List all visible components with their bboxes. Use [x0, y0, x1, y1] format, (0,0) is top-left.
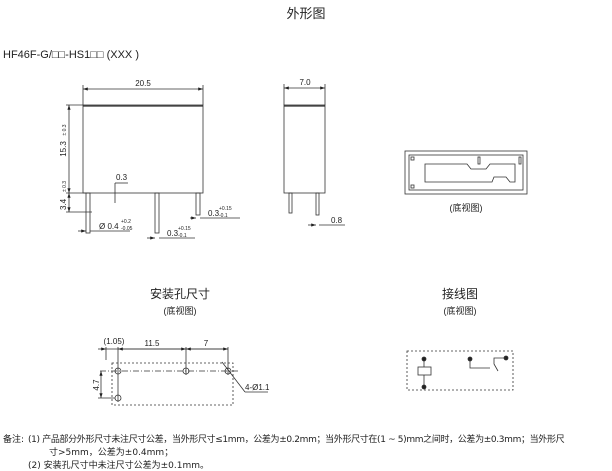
bottom-view	[404, 150, 528, 195]
row-pitch-dim: 4.7	[92, 379, 101, 391]
wiring-title: 接线图	[442, 286, 478, 301]
side-pin-dim: 0.8	[331, 216, 343, 225]
bottom-view-label: (底视图)	[450, 202, 483, 213]
mounting-holes	[98, 347, 268, 406]
notes-label: 备注:	[3, 435, 25, 445]
hole-spec: 4-Ø1.1	[245, 383, 270, 392]
note-2: (2) 安装孔尺寸中未注尺寸公差为±0.1mm。	[28, 461, 209, 471]
part-number: HF46F-G/□□-HS1□□ (XXX )	[3, 49, 139, 61]
coil-icon	[417, 366, 432, 376]
offset-dim: (1.05)	[104, 337, 125, 346]
height-dim: 15.3	[59, 141, 68, 157]
mounting-title: 安装孔尺寸	[150, 286, 210, 301]
front-view	[66, 85, 240, 240]
pin-dia-tol-dn: -0.05	[121, 226, 133, 232]
drawing-title: 外形图	[286, 6, 325, 21]
mounting-subtitle: (底视图)	[164, 305, 197, 316]
wiring-diagram	[406, 350, 514, 391]
pin-dia-tol-up: +0.2	[121, 219, 131, 225]
width-dim: 20.5	[135, 79, 151, 88]
wiring-subtitle: (底视图)	[444, 305, 477, 316]
pin-length-tol: ± 0.3	[62, 181, 68, 192]
note-1: (1) 产品部分外形尺寸未注尺寸公差，当外形尺寸≤1mm，公差为±0.2mm；当…	[28, 435, 565, 445]
pin-thk-right: 0.3	[208, 209, 220, 218]
height-tol: ± 0.3	[62, 124, 68, 135]
side-width-dim: 7.0	[299, 78, 311, 87]
pin-thk-mid-tol-dn: -0.1	[178, 233, 187, 239]
pitch2-dim: 7	[204, 339, 209, 348]
pitch1-dim: 11.5	[145, 339, 161, 348]
side-view	[283, 84, 345, 227]
pin-length-dim: 3.4	[59, 198, 68, 210]
pin-dia: Ø 0.4	[99, 222, 119, 231]
pin-thk-right-tol-up: +0.15	[219, 206, 232, 212]
pin-thk-mid: 0.3	[167, 229, 179, 238]
note-1-cont: 寸>5mm，公差为±0.4mm；	[49, 448, 174, 458]
pin-thk-mid-tol-up: +0.15	[178, 226, 191, 232]
pin-thk-right-tol-dn: -0.1	[219, 213, 228, 219]
standoff-dim: 0.3	[116, 173, 128, 182]
